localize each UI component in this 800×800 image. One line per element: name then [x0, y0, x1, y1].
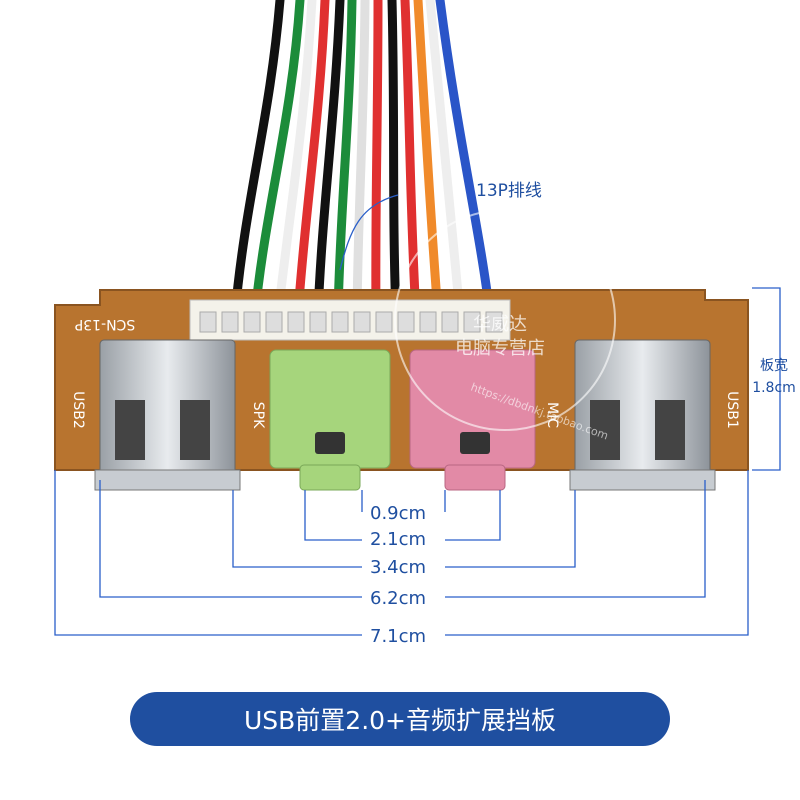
- silk-usb1-label: USB1: [724, 391, 740, 429]
- product-title-banner: USB前置2.0+音频扩展挡板: [130, 692, 670, 746]
- svg-text:盗图必究: 盗图必究: [527, 258, 583, 274]
- ribbon-cable: [230, 0, 495, 320]
- silk-spk-label: SPK: [250, 402, 266, 429]
- dimension-label: 7.1cm: [366, 626, 431, 647]
- usb-port-right: [569, 339, 716, 491]
- dimension-label: 3.4cm: [366, 557, 431, 578]
- cable-label: 13P排线: [476, 181, 542, 201]
- dimension-label: 2.1cm: [366, 529, 431, 550]
- usb-port-left: [94, 339, 241, 491]
- header-connector: [189, 299, 511, 341]
- product-title: USB前置2.0+音频扩展挡板: [243, 706, 557, 735]
- dimension-label: 0.9cm: [366, 503, 431, 524]
- silk-header-label: SCN-13P: [75, 316, 135, 332]
- board-width-value: 1.8cm: [752, 380, 796, 396]
- mic-jack: [409, 349, 536, 491]
- speaker-jack: [269, 349, 391, 491]
- board-width-label: 板宽 1.8cm: [752, 355, 796, 399]
- svg-text:华威达: 华威达: [473, 314, 527, 335]
- svg-text:电脑专营店: 电脑专营店: [455, 338, 545, 359]
- board-width-title: 板宽: [760, 358, 788, 374]
- dimension-lines: [54, 194, 781, 636]
- silk-usb2-label: USB2: [70, 391, 86, 429]
- dimension-label: 6.2cm: [366, 588, 431, 609]
